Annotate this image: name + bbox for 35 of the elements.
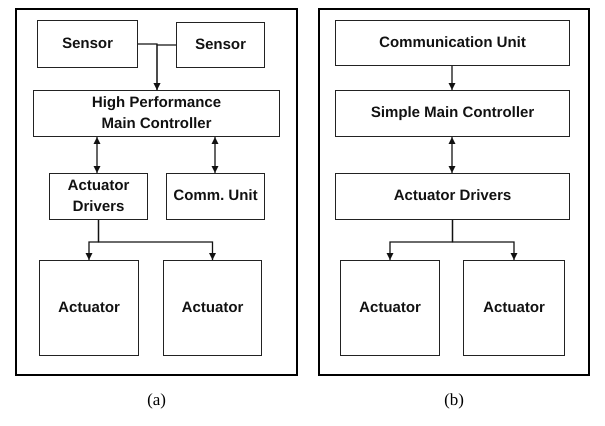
arrow [98, 220, 216, 260]
block-box [463, 260, 565, 356]
block-label: Actuator Drivers [394, 186, 512, 206]
arrow [154, 44, 176, 90]
block-box [163, 260, 262, 356]
block-box [340, 260, 440, 356]
block-box [335, 90, 570, 137]
block-box [335, 173, 570, 220]
panel-frame [15, 8, 298, 376]
block-label: Sensor [62, 34, 113, 54]
block-label: Actuator [483, 298, 545, 318]
block-label: Actuator [182, 298, 244, 318]
block-label: Communication Unit [379, 32, 526, 53]
block-box [49, 173, 148, 220]
arrow [448, 137, 456, 173]
arrow [448, 66, 456, 90]
block-label: Actuator [359, 298, 421, 318]
block-box [37, 20, 138, 68]
block-box [166, 173, 265, 220]
block-label: Simple Main Controller [370, 103, 534, 124]
panel-caption: (a) [147, 390, 166, 410]
block-label: Actuator Drivers [66, 176, 130, 216]
block-label: Comm. Unit [173, 186, 258, 206]
block-box [39, 260, 139, 356]
block-label: High Performance Main Controller [90, 93, 222, 134]
arrow [212, 137, 218, 173]
block-box [33, 90, 280, 137]
block-label: Actuator [58, 298, 120, 318]
block-label: Sensor [195, 34, 246, 55]
panel-caption: (b) [444, 390, 464, 410]
arrow [94, 137, 100, 173]
arrow [452, 220, 518, 260]
block-box [176, 22, 265, 68]
panel-frame [318, 8, 590, 376]
block-box [335, 20, 570, 66]
